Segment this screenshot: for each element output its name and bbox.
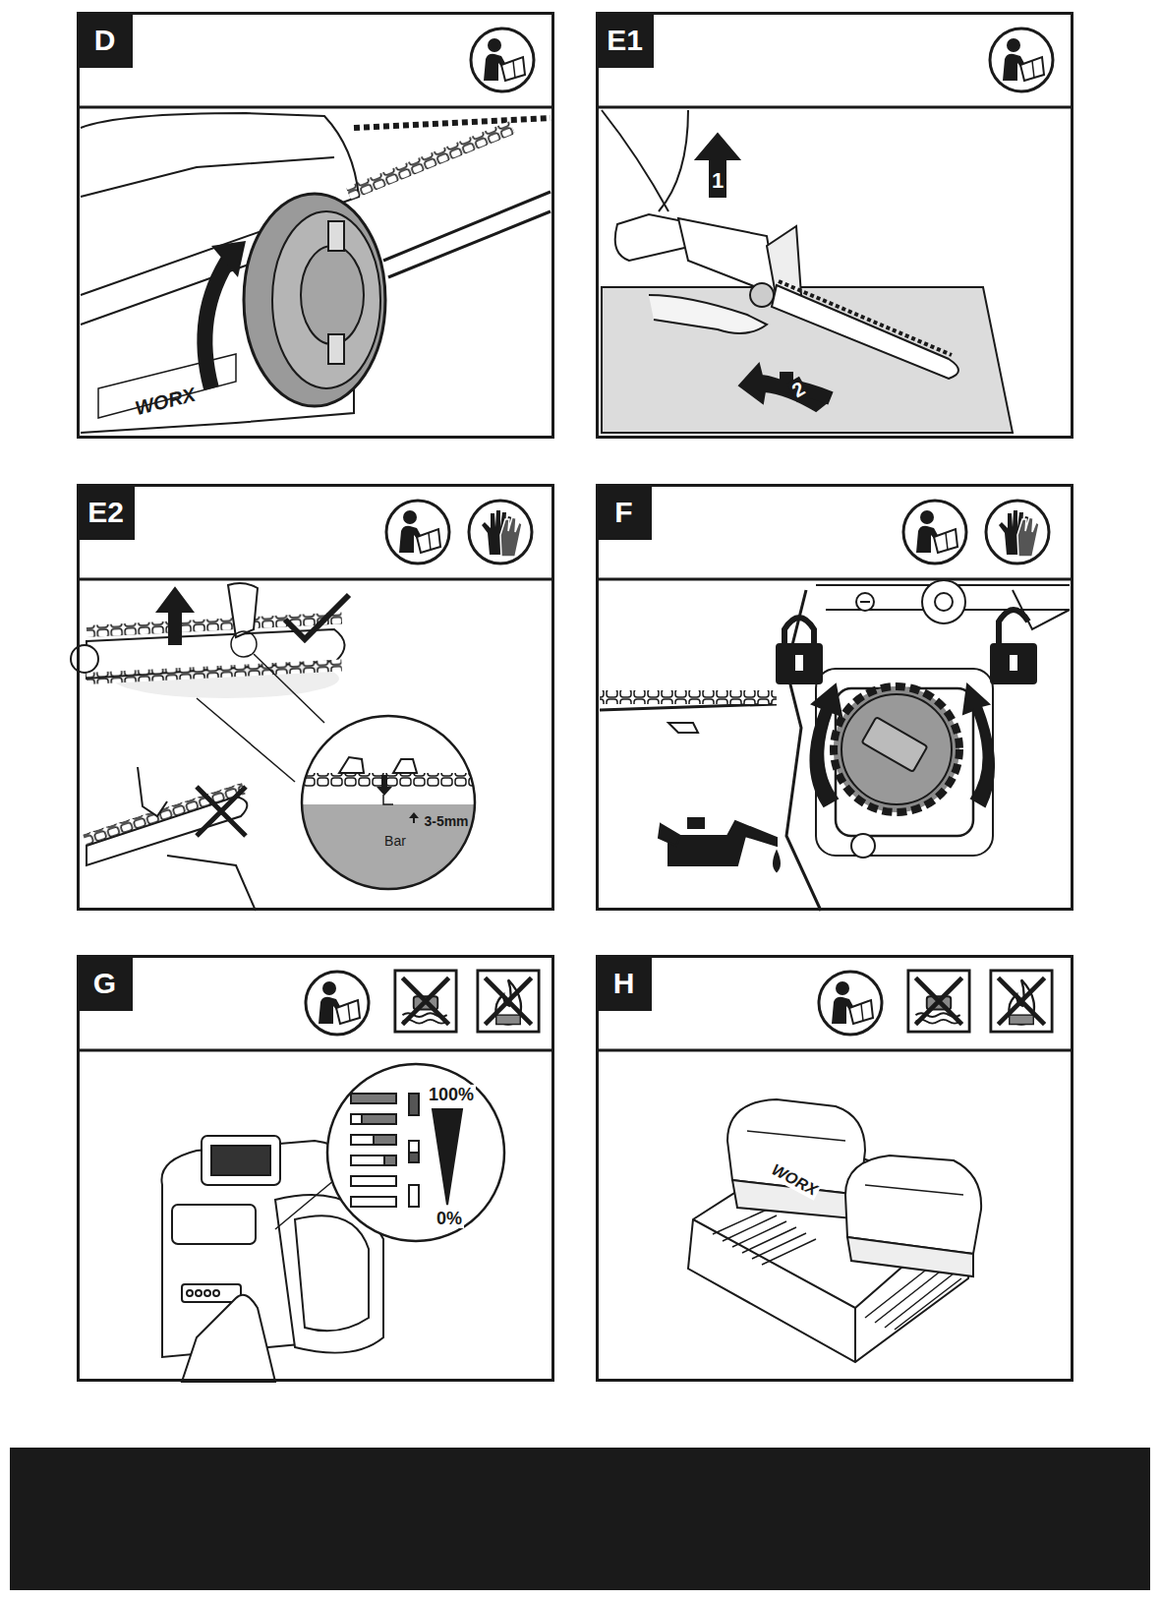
step-panel: F [595,483,1074,911]
chainsaw-cover-figure [80,113,551,433]
callout-number: 1 [709,169,726,193]
step-letter: F [595,483,652,540]
step-letter: D [76,11,133,68]
step-letter: G [76,954,133,1011]
step-letter: E1 [595,11,654,68]
gauge-bars [350,1093,419,1207]
charge-level: 0% [434,1208,464,1228]
step-panel: E1 [595,11,1074,439]
step-panel: H [595,954,1074,1382]
header-divider [76,107,1074,1050]
chainsaw-on-table-figure [601,110,1013,433]
step-panel: E2 [76,483,555,911]
charge-level: 100% [426,1084,476,1104]
step-letter: E2 [76,483,135,540]
part-label: Bar [382,832,408,849]
step-panel: G [76,954,555,1382]
footer-bar [9,1447,1151,1590]
chain-tension-figure [70,582,482,911]
step-panel: D [76,11,555,439]
battery-gauge-figure [161,1063,505,1382]
dual-charger-figure [688,1099,982,1362]
dimension-label: 3-5mm [421,812,470,829]
oil-cap-figure [599,580,1070,911]
step-letter: H [595,954,652,1011]
